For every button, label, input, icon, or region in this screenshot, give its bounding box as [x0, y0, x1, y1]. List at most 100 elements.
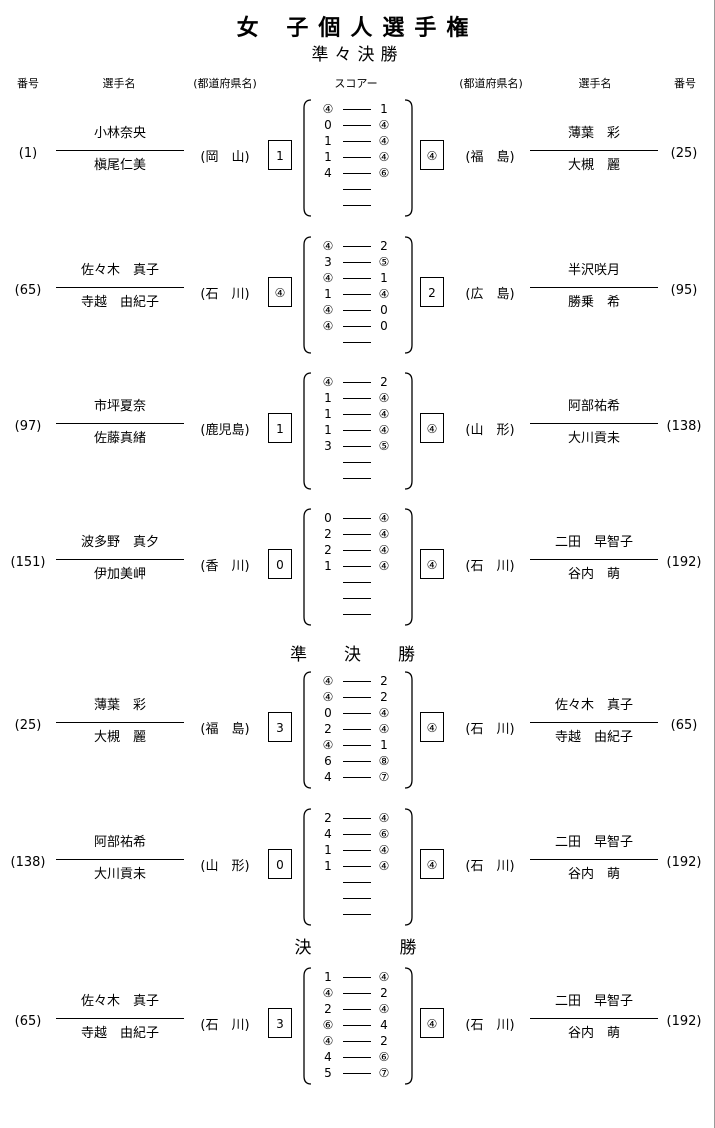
player-left-number: (1) [18, 146, 38, 161]
player-right-prefecture: (福 島) [465, 150, 515, 165]
game-score-row [318, 574, 398, 590]
player-left-number: (97) [14, 419, 42, 434]
player-left-total: 0 [268, 849, 292, 879]
player-left-total: 1 [268, 413, 292, 443]
game-score-row [318, 890, 398, 906]
player-right-names: 佐々木 真子寺越 由紀子 [530, 698, 658, 746]
player-left-number: (65) [14, 283, 42, 298]
player-right-prefecture: (石 川) [465, 559, 515, 574]
player-left-prefecture: (香 川) [200, 559, 250, 574]
game-score-right: 2 [380, 375, 388, 389]
score-dash [343, 518, 371, 519]
player-left-names: 阿部祐希大川貢未 [56, 835, 184, 883]
player-right-number: (192) [666, 855, 702, 870]
game-score-left: 0 [324, 706, 332, 720]
player-left-names: 市坪夏奈佐藤真緒 [56, 399, 184, 447]
player-left-names: 波多野 真夕伊加美岬 [56, 535, 184, 583]
game-score-left: 1 [324, 970, 332, 984]
page-title: 女 子個人選手権 [236, 16, 479, 41]
score-dash [343, 681, 371, 682]
player-left-number: (151) [10, 555, 46, 570]
player-left-name2: 寺越 由紀子 [80, 1026, 159, 1041]
score-dash [343, 189, 371, 190]
game-score-right: 2 [380, 986, 388, 1000]
name-divider [530, 722, 658, 723]
player-left-names: 佐々木 真子寺越 由紀子 [56, 994, 184, 1042]
game-score-left: ④ [322, 102, 334, 116]
game-score-left: 0 [324, 118, 332, 132]
player-left-name1: 市坪夏奈 [93, 399, 146, 414]
player-right-total: ④ [420, 712, 444, 742]
player-right-name1: 薄葉 彩 [567, 126, 620, 141]
player-right-name1: 半沢咲月 [567, 263, 620, 278]
game-score-left: 1 [324, 391, 332, 405]
player-right-names: 二田 早智子谷内 萌 [530, 994, 658, 1042]
player-right-name2: 大川貢未 [567, 431, 620, 446]
right-bracket [403, 670, 415, 790]
player-right-total: ④ [420, 140, 444, 170]
game-score-right: 1 [380, 738, 388, 752]
game-score-right: 2 [380, 674, 388, 688]
player-left-total: ④ [268, 277, 292, 307]
score-dash [343, 566, 371, 567]
game-score-left: ④ [322, 271, 334, 285]
score-dash [343, 977, 371, 978]
score-dash [343, 1057, 371, 1058]
header-score: スコアー [334, 77, 378, 90]
game-score-left: 1 [324, 859, 332, 873]
game-score-left: ④ [322, 1034, 334, 1048]
game-score-right: ⑥ [378, 166, 390, 180]
player-right-prefecture: (石 川) [465, 859, 515, 874]
player-left-name2: 伊加美岬 [93, 567, 146, 582]
score-dash [343, 1041, 371, 1042]
player-left-name1: 佐々木 真子 [80, 994, 159, 1009]
player-left-name2: 佐藤真緒 [93, 431, 146, 446]
game-score-right: ④ [378, 706, 390, 720]
score-dash [343, 414, 371, 415]
game-score-right: ④ [378, 391, 390, 405]
game-score-right: 2 [380, 690, 388, 704]
game-score-right: ④ [378, 511, 390, 525]
game-score-left: ④ [322, 674, 334, 688]
score-dash [343, 850, 371, 851]
game-score-right: ④ [378, 559, 390, 573]
name-divider [530, 559, 658, 560]
player-right-number: (192) [666, 555, 702, 570]
game-score-right: ④ [378, 811, 390, 825]
name-divider [530, 859, 658, 860]
game-score-left: ④ [322, 319, 334, 333]
final-title: 決 勝 [294, 938, 421, 958]
left-bracket [301, 235, 313, 355]
game-score-left: ④ [322, 303, 334, 317]
player-left-total: 3 [268, 1008, 292, 1038]
player-left-number: (138) [10, 855, 46, 870]
player-right-name1: 阿部祐希 [567, 399, 620, 414]
right-bracket [403, 507, 415, 627]
player-right-name2: 谷内 萌 [567, 867, 620, 882]
player-right-name1: 佐々木 真子 [554, 698, 633, 713]
game-score-left: 0 [324, 511, 332, 525]
score-dash [343, 834, 371, 835]
game-score-right: ⑥ [378, 827, 390, 841]
game-score-right: ④ [378, 287, 390, 301]
game-score-left: 2 [324, 543, 332, 557]
game-score-left: 4 [324, 827, 332, 841]
game-score-row [318, 197, 398, 213]
score-dash [343, 125, 371, 126]
game-score-left: 1 [324, 423, 332, 437]
player-right-number: (95) [670, 283, 698, 298]
